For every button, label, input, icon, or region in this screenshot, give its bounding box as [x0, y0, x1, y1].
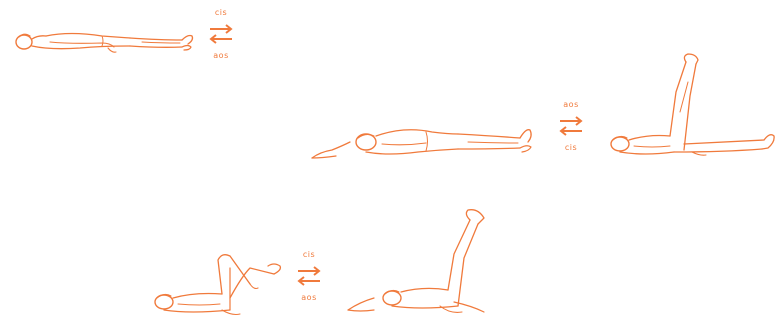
figure-single-leg-raise — [604, 52, 776, 164]
transition-arrows-2: aos cis — [554, 100, 588, 152]
double-arrow-icon — [295, 262, 323, 290]
transition-arrows-1: cis aos — [204, 8, 238, 60]
double-arrow-icon — [557, 112, 585, 140]
figure-lying-flat-2 — [308, 122, 536, 164]
label-top: cis — [204, 8, 238, 17]
figure-lying-flat-1 — [10, 26, 195, 62]
figure-leg-raise-angled — [344, 206, 500, 322]
label-bottom: aos — [204, 51, 238, 60]
label-top: cis — [292, 250, 326, 259]
label-top: aos — [554, 100, 588, 109]
label-bottom: aos — [292, 293, 326, 302]
figure-knees-bent — [150, 246, 284, 320]
label-bottom: cis — [554, 143, 588, 152]
double-arrow-icon — [207, 20, 235, 48]
transition-arrows-3: cis aos — [292, 250, 326, 302]
